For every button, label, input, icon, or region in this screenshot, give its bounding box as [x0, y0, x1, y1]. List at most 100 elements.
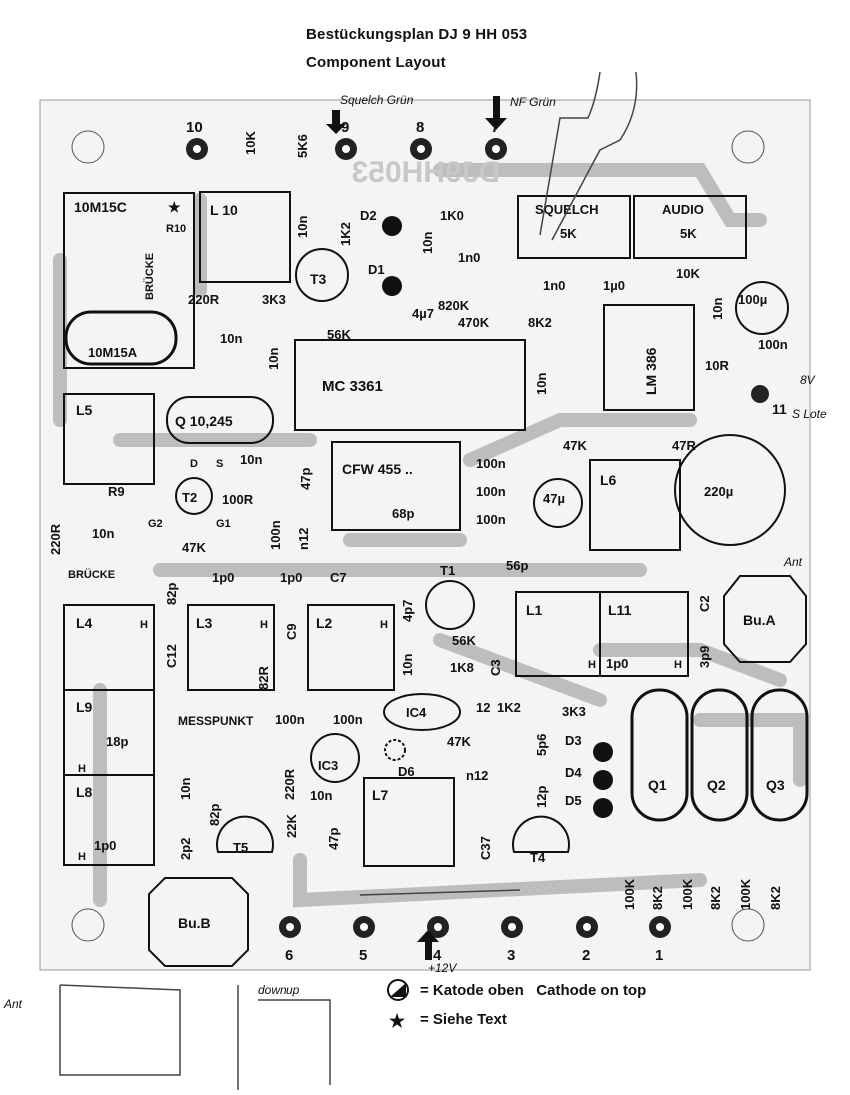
legend-cathode-en: Cathode on top	[536, 982, 647, 999]
coil-l3	[187, 604, 275, 691]
transistor-t1	[425, 580, 475, 630]
value-1n0-a: 1n0	[458, 250, 480, 265]
value-c3: C3	[488, 659, 503, 676]
mirrored-board-marking: DJ9HH053	[352, 156, 500, 189]
cap-47u	[533, 478, 583, 528]
value-4p7: 4p7	[400, 600, 415, 622]
transistor-t4-label: T4	[530, 850, 546, 865]
coil-l11	[599, 591, 689, 677]
value-8k2-a: 8K2	[528, 315, 552, 330]
value-220r-a: 220R	[188, 292, 220, 307]
value-1k2-a: 1K2	[338, 222, 353, 246]
crystal-q10245-outline	[166, 396, 274, 444]
diode-d6	[384, 739, 406, 761]
handwritten-up: up	[286, 983, 300, 997]
coil-l10	[199, 191, 291, 283]
ic-mc3361	[294, 339, 526, 431]
t2-pin-s: S	[216, 458, 223, 470]
arrow-12v	[417, 930, 439, 960]
value-1p0-d: 1p0	[94, 838, 116, 853]
value-10n-k: 10n	[310, 788, 332, 803]
handwritten-12v: +12V	[428, 961, 457, 975]
coil-l3-h: H	[260, 619, 268, 631]
value-100k-b: 100K	[680, 878, 695, 910]
coil-l4-label: L4	[76, 615, 93, 631]
transistor-q3-label: Q3	[766, 777, 785, 793]
coil-l3-label: L3	[196, 615, 213, 631]
value-c7: C7	[330, 570, 347, 585]
value-10n-c: 10n	[220, 331, 242, 346]
transistor-t3	[295, 248, 349, 302]
value-3k3-b: 3K3	[562, 704, 586, 719]
value-100n-f: 100n	[275, 712, 305, 727]
value-8k2-b: 8K2	[650, 886, 665, 910]
value-220r-b: 220R	[48, 523, 63, 555]
diode-d2-label: D2	[360, 208, 377, 223]
value-220r-c: 220R	[282, 768, 297, 800]
value-82p-b: 82p	[207, 804, 222, 826]
pad-11	[751, 385, 769, 403]
legend-star-text: = Siehe Text	[420, 1011, 507, 1028]
pad-label-4: 4	[433, 947, 442, 964]
value-n12-a: n12	[296, 528, 311, 550]
value-10n-b: 10n	[420, 232, 435, 254]
value-10n-a: 10n	[295, 216, 310, 238]
value-100r: 100R	[222, 492, 254, 507]
value-100k-c: 100K	[738, 878, 753, 910]
pot-squelch	[517, 195, 631, 259]
coil-l6-label: L6	[600, 472, 617, 488]
cap-100u	[735, 281, 789, 335]
pad-label-11: 11	[772, 401, 787, 417]
value-100n-d: 100n	[476, 512, 506, 527]
value-47p-b: 47p	[326, 828, 341, 850]
value-12: 12	[476, 700, 490, 715]
ic3-outline	[310, 733, 360, 783]
value-47p-a: 47p	[298, 468, 313, 490]
value-100n-b: 100n	[476, 456, 506, 471]
title-english: Component Layout	[306, 54, 446, 71]
coil-l1-label: L1	[526, 602, 543, 618]
diode-d1-label: D1	[368, 262, 385, 277]
value-10n-f: 10n	[534, 373, 549, 395]
value-12p: 12p	[534, 786, 549, 808]
pot-audio-label: AUDIO	[662, 202, 704, 217]
value-1p0-c: 1p0	[606, 656, 628, 671]
value-c2: C2	[697, 595, 712, 612]
handwritten-ant-2: Ant	[3, 997, 23, 1011]
pot-squelch-label: SQUELCH	[535, 202, 599, 217]
coil-l2-label: L2	[316, 615, 333, 631]
transistor-q2	[690, 688, 749, 822]
handwritten-s-lote: S Lote	[792, 407, 827, 421]
value-1p0-b: 1p0	[280, 570, 302, 585]
coil-l9-label: L9	[76, 699, 93, 715]
pad-label-8: 8	[416, 119, 424, 136]
diode-d3	[593, 742, 613, 762]
pads-bottom: 6 5 4 3 2 1	[279, 916, 671, 964]
pad-label-6: 6	[285, 947, 293, 964]
socket-bu-a-label: Bu.A	[743, 612, 776, 628]
transistor-t2	[175, 477, 213, 515]
pad-label-2: 2	[582, 947, 590, 964]
handwritten-ant: Ant	[783, 555, 803, 569]
value-1k2-b: 1K2	[497, 700, 521, 715]
value-18p: 18p	[106, 734, 128, 749]
transistor-q1-label: Q1	[648, 777, 667, 793]
pad-label-10: 10	[186, 119, 203, 136]
coil-l7-label: L7	[372, 787, 389, 803]
value-47k-c: 47K	[447, 734, 471, 749]
pencil-wires	[59, 71, 638, 1090]
coil-l11-label: L11	[608, 602, 632, 618]
ic-lm386	[603, 304, 695, 411]
coil-l5-label: L5	[76, 402, 93, 418]
transistor-t5-label: T5	[233, 840, 248, 855]
diode-d4	[593, 770, 613, 790]
pot-audio-value: 5K	[680, 226, 697, 241]
value-n12-b: n12	[466, 768, 488, 783]
value-r9: R9	[108, 484, 125, 499]
bruecke-label-2: BRÜCKE	[68, 568, 115, 581]
transistor-t1-label: T1	[440, 563, 455, 578]
value-220u: 220µ	[704, 484, 733, 499]
value-8k2-c: 8K2	[708, 886, 723, 910]
value-56k-a: 56K	[327, 327, 351, 342]
